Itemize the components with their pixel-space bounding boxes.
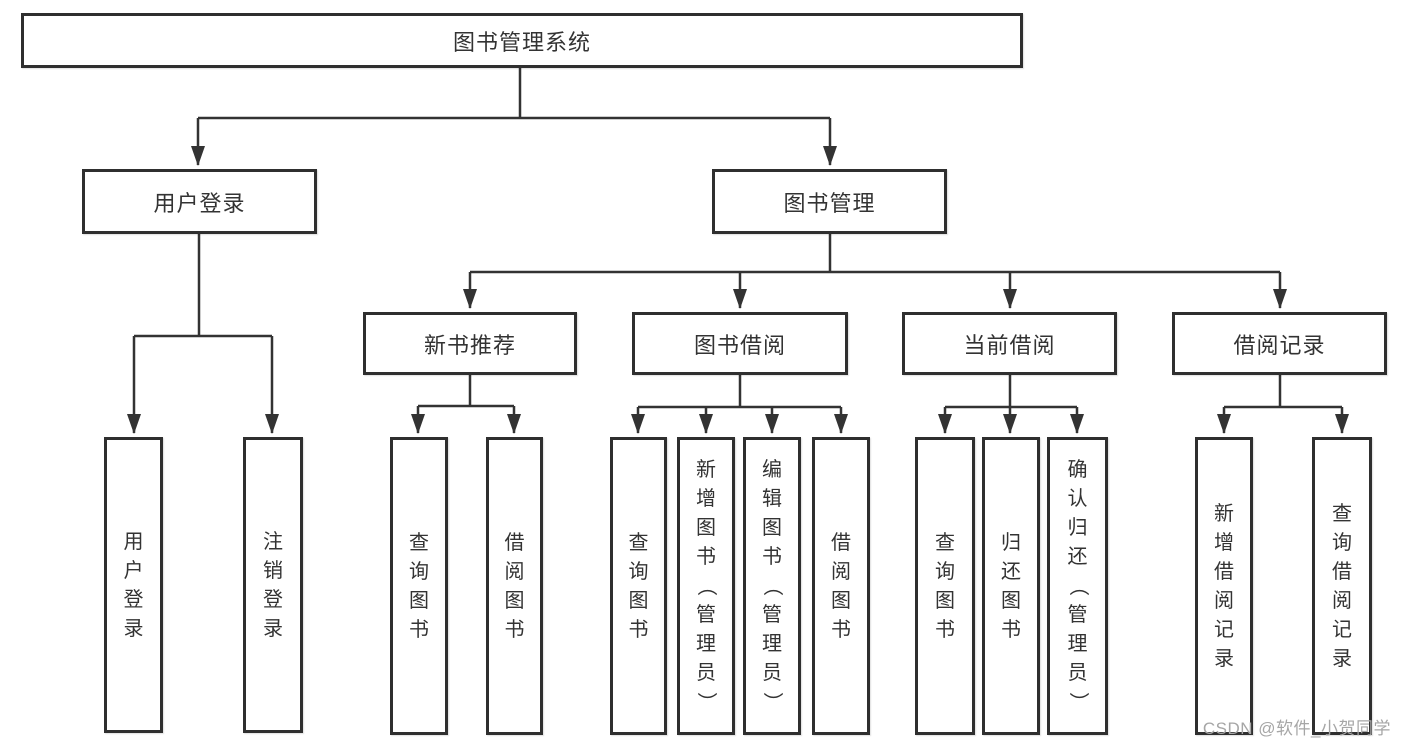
leaf-records-add-borrow-record: 新增借阅记录 [1195, 437, 1253, 735]
leaf-recommend-query-books: 查询图书 [390, 437, 448, 735]
node-label: 归还图书 [1001, 531, 1021, 641]
leaf-borrowing-edit-books-admin: 编辑图书（管理员） [743, 437, 801, 735]
leaf-recommend-borrow-books: 借阅图书 [486, 437, 543, 735]
watermark: CSDN @软件_小贺同学 [1202, 719, 1391, 738]
node-label: 图书管理 [783, 190, 876, 216]
leaf-current-return-books: 归还图书 [982, 437, 1040, 735]
node-label: 用户登录 [153, 190, 246, 216]
node-label: 借阅图书 [504, 531, 525, 641]
leaf-borrowing-query-books: 查询图书 [610, 437, 667, 735]
node-borrowing-records: 借阅记录 [1172, 312, 1387, 375]
node-label: 查询借阅记录 [1332, 502, 1352, 670]
node-library-system: 图书管理系统 [21, 13, 1023, 68]
node-label: 借阅记录 [1233, 332, 1326, 358]
node-label: 查询图书 [409, 531, 429, 641]
node-label: 图书管理系统 [452, 29, 591, 55]
node-label: 借阅图书 [831, 531, 851, 641]
node-label: 图书借阅 [693, 332, 786, 358]
node-label: 确认归还（管理员） [1066, 459, 1089, 712]
node-label: 新增借阅记录 [1214, 502, 1234, 670]
node-label: 新增图书（管理员） [695, 459, 717, 712]
leaf-current-confirm-return-admin: 确认归还（管理员） [1047, 437, 1108, 735]
leaf-borrowing-add-books-admin: 新增图书（管理员） [677, 437, 735, 735]
node-label: 新书推荐 [423, 332, 516, 358]
node-new-book-recommendation: 新书推荐 [363, 312, 577, 375]
node-label: 当前借阅 [963, 332, 1056, 358]
leaf-user-login: 用户登录 [104, 437, 163, 733]
leaf-logout: 注销登录 [243, 437, 303, 733]
node-label: 查询图书 [935, 531, 955, 641]
leaf-current-query-books: 查询图书 [915, 437, 975, 735]
node-label: 注销登录 [263, 530, 283, 640]
node-current-borrowing: 当前借阅 [902, 312, 1117, 375]
node-user-login: 用户登录 [82, 169, 317, 234]
node-book-management: 图书管理 [712, 169, 947, 234]
leaf-records-query-borrow-record: 查询借阅记录 [1312, 437, 1372, 735]
leaf-borrowing-borrow-books: 借阅图书 [812, 437, 870, 735]
node-label: 用户登录 [123, 530, 144, 640]
node-book-borrowing: 图书借阅 [632, 312, 848, 375]
node-label: 编辑图书（管理员） [761, 459, 783, 712]
node-label: 查询图书 [628, 531, 649, 641]
